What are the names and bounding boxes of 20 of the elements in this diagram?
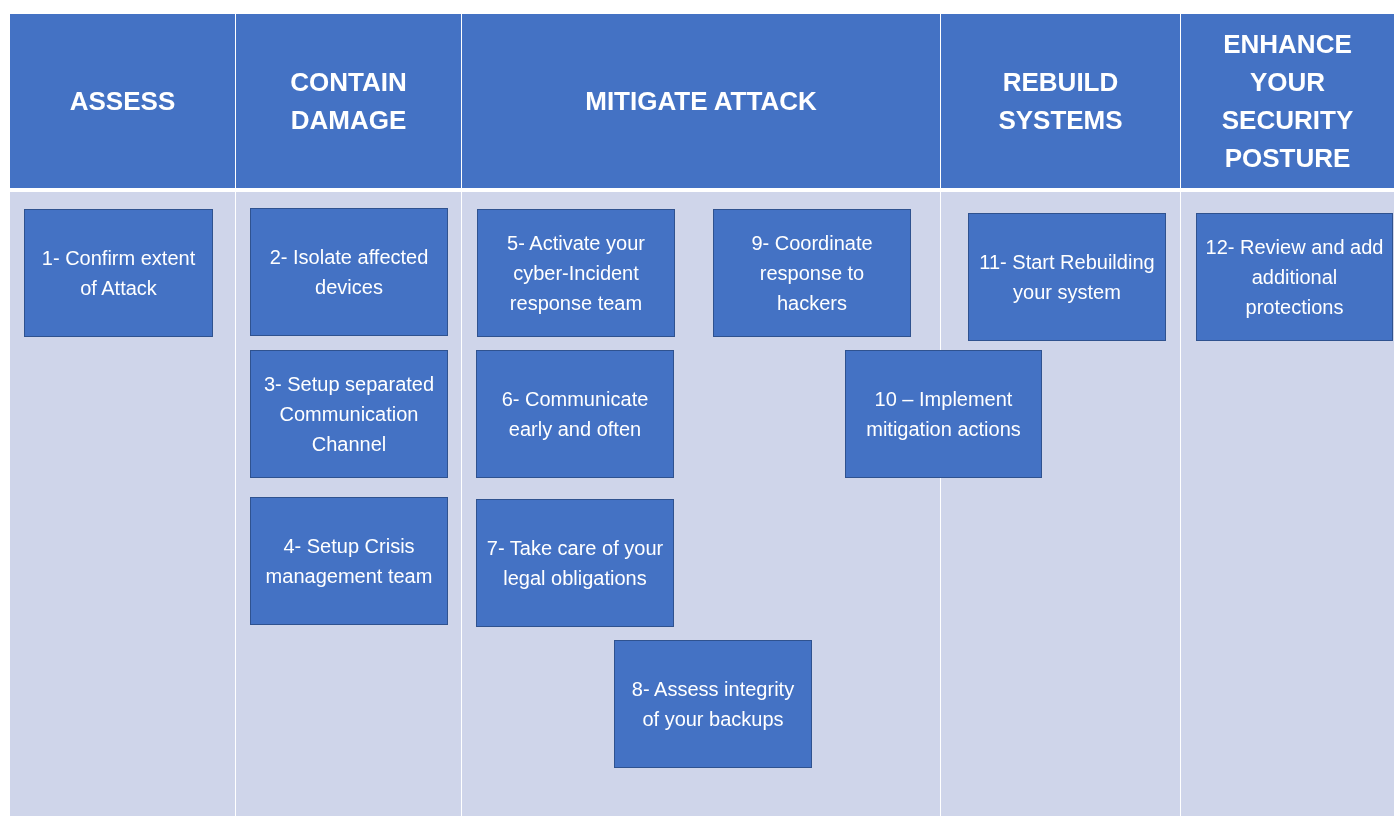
- swimlane: [1181, 14, 1394, 816]
- step-box: 12- Review and add additional protections: [1196, 213, 1393, 341]
- lane-header: MITIGATE ATTACK: [462, 14, 940, 192]
- lane-header: REBUILD SYSTEMS: [941, 14, 1180, 192]
- step-box: 2- Isolate affected devices: [250, 208, 448, 336]
- step-box: 4- Setup Crisis management team: [250, 497, 448, 625]
- step-box: 5- Activate your cyber-Incident response team: [477, 209, 675, 337]
- step-box: 9- Coordinate response to hackers: [713, 209, 911, 337]
- lane-header: CONTAIN DAMAGE: [236, 14, 461, 192]
- swimlane: [236, 14, 461, 816]
- step-box: 10 – Implement mitigation actions: [845, 350, 1042, 478]
- step-box: 7- Take care of your legal obligations: [476, 499, 674, 627]
- step-box: 8- Assess integrity of your backups: [614, 640, 812, 768]
- swimlane: [10, 14, 235, 816]
- step-box: 11- Start Rebuilding your system: [968, 213, 1166, 341]
- step-box: 3- Setup separated Communication Channel: [250, 350, 448, 478]
- lane-header: ENHANCE YOUR SECURITY POSTURE: [1181, 14, 1394, 192]
- lane-header: ASSESS: [10, 14, 235, 192]
- step-box: 1- Confirm extent of Attack: [24, 209, 213, 337]
- step-box: 6- Communicate early and often: [476, 350, 674, 478]
